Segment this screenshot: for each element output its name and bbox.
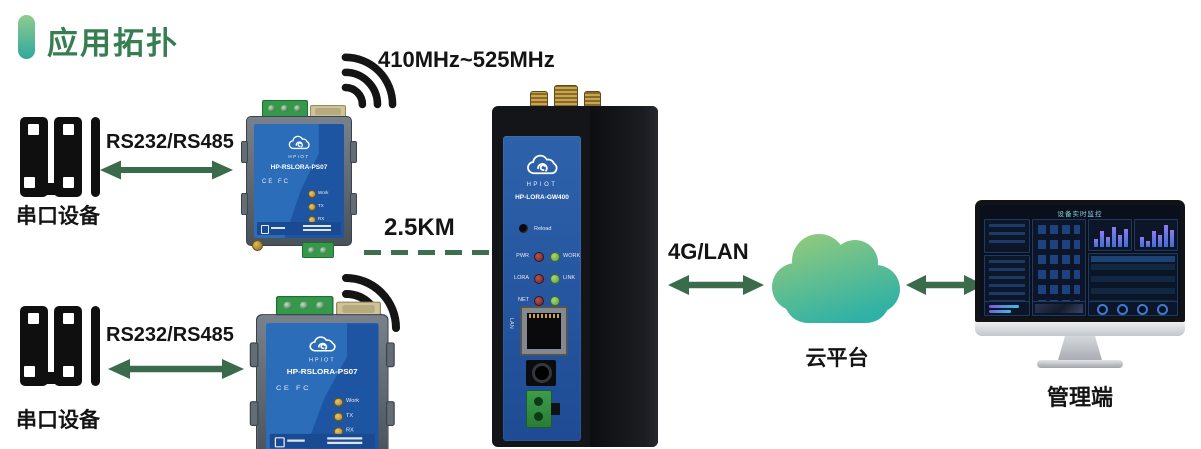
- model-label: HP-LORA-GW400: [515, 194, 569, 201]
- double-arrow-icon: [668, 275, 764, 295]
- serial-device-icon: [20, 117, 102, 197]
- hpiot-cloud-logo-icon: [527, 154, 558, 175]
- tower-bar: [91, 306, 100, 386]
- monitor-stand: [1058, 336, 1102, 360]
- led-row: PWR WORK: [503, 252, 581, 262]
- tower: [20, 306, 48, 386]
- device-bottom-strip: [257, 222, 341, 235]
- serial-device-label: 串口设备: [16, 205, 100, 228]
- lora-node-device: HPIOT HP-RSLORA-PS07 CE FC Work TX RX Po…: [241, 100, 357, 258]
- page-title: 应用拓扑: [47, 26, 179, 61]
- device-faceplate: HPIOT HP-RSLORA-PS07 CE FC Work TX RX Po…: [254, 124, 344, 238]
- tower-bar: [91, 117, 100, 197]
- dashboard-title: 设备实时监控: [1057, 211, 1103, 218]
- lan-port-label: LAN: [508, 318, 514, 329]
- double-arrow-icon: [108, 359, 244, 379]
- tower: [54, 306, 82, 386]
- led-row: NET: [503, 296, 581, 306]
- monitor-chin: [975, 322, 1185, 336]
- model-label: HP-RSLORA-PS07: [286, 368, 358, 377]
- title-accent-bar: [18, 15, 35, 59]
- tower: [20, 117, 48, 197]
- cloud-platform-label: 云平台: [805, 347, 869, 370]
- serial-device-icon: [20, 306, 102, 386]
- hpiot-cloud-logo-icon: [309, 336, 336, 352]
- distance-label: 2.5KM: [384, 214, 455, 241]
- management-monitor: 设备实时监控: [975, 200, 1185, 372]
- tower-bridge: [44, 372, 60, 384]
- double-arrow-icon: [100, 160, 233, 180]
- brand-label: HPIOT: [526, 182, 558, 188]
- lora-gateway-device: HPIOT HP-LORA-GW400 Reload PWR WORK LORA…: [492, 85, 658, 447]
- dashboard: 设备实时监控: [980, 205, 1180, 317]
- dashboard-panel: [984, 301, 1030, 316]
- monitor-screen: 设备实时监控: [975, 200, 1185, 322]
- management-terminal-label: 管理端: [1046, 385, 1113, 410]
- dc-power-jack: [526, 360, 556, 386]
- terminal-block: [276, 296, 334, 317]
- dashboard-gauges: [1088, 301, 1178, 316]
- cloud-platform-icon: [772, 234, 900, 323]
- device-bottom-strip: [269, 433, 375, 449]
- serial-link-label: RS232/RS485: [106, 324, 234, 346]
- dashboard-bar-chart: [1088, 219, 1132, 251]
- dashboard-panel: [984, 219, 1030, 253]
- brand-label: HPIOT: [308, 357, 336, 363]
- dashboard-panel: [1032, 301, 1086, 316]
- certification-marks: CE FC: [262, 179, 290, 185]
- device-frame: HPIOT HP-RSLORA-PS07 CE FC Work TX RX Po…: [249, 314, 395, 449]
- tower-bridge: [44, 183, 60, 195]
- dashboard-panel: [984, 255, 1030, 307]
- hpiot-cloud-logo-icon: [288, 135, 310, 150]
- reload-hole: [519, 224, 528, 233]
- led-row: LORA LINK: [503, 274, 581, 284]
- reload-label: Reload: [534, 225, 552, 232]
- certification-marks: CE FC: [276, 385, 311, 393]
- gateway-side-panel: [590, 106, 658, 447]
- serial-device-label: 串口设备: [16, 409, 100, 432]
- monitor-base: [1037, 360, 1123, 368]
- brand-label: HPIOT: [288, 154, 310, 159]
- wan-link-label: 4G/LAN: [668, 239, 749, 264]
- tower: [54, 117, 82, 197]
- device-faceplate: HPIOT HP-RSLORA-PS07 CE FC Work TX RX Po…: [266, 323, 379, 449]
- dashboard-table: [1088, 253, 1178, 307]
- dashboard-bar-chart: [1134, 219, 1178, 251]
- reload-button: Reload: [503, 224, 581, 234]
- terminal-block: [302, 242, 334, 258]
- wifi-signal-icon: [341, 53, 397, 109]
- dashboard-panel: [1032, 219, 1086, 307]
- gateway-body: HPIOT HP-LORA-GW400 Reload PWR WORK LORA…: [492, 106, 658, 447]
- rj45-lan-port: [520, 306, 568, 356]
- antenna-connector: [252, 240, 263, 251]
- frequency-label: 410MHz~525MHz: [378, 47, 555, 72]
- device-frame: HPIOT HP-RSLORA-PS07 CE FC Work TX RX Po…: [241, 116, 357, 246]
- dashed-link: [364, 250, 490, 255]
- serial-link-label: RS232/RS485: [106, 131, 234, 153]
- gateway-faceplate: HPIOT HP-LORA-GW400 Reload PWR WORK LORA…: [503, 136, 581, 441]
- double-arrow-icon: [906, 275, 984, 295]
- power-terminal-block: [526, 390, 560, 428]
- model-label: HP-RSLORA-PS07: [270, 164, 328, 171]
